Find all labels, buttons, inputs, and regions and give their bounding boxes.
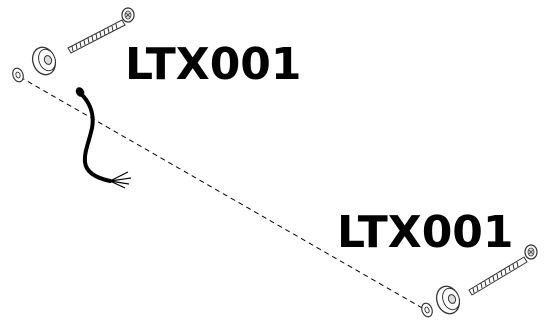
spacer-icon — [31, 46, 57, 76]
screw-icon — [67, 7, 135, 54]
part-number-label-top: LTX001 — [125, 39, 302, 90]
spacer-icon — [435, 285, 461, 315]
washer-icon — [12, 67, 24, 83]
screw-icon — [468, 244, 538, 296]
wire-path-line — [19, 76, 425, 310]
part-number-label-bottom: LTX001 — [337, 207, 514, 258]
washer-icon — [421, 302, 433, 318]
sensor-cable-icon — [75, 87, 132, 189]
